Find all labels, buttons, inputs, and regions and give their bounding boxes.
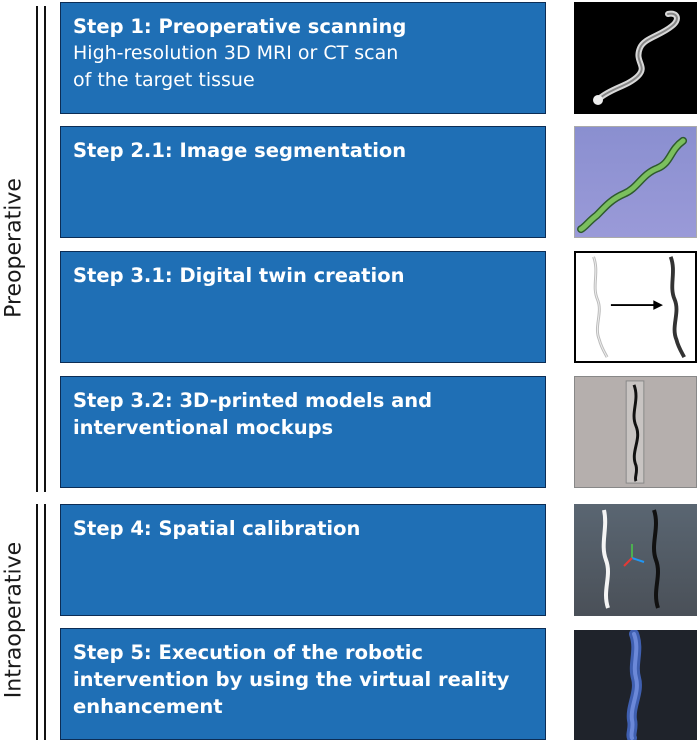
digital-twin-drawing: [592, 256, 686, 359]
step-5-title-line-1: Step 5: Execution of the robotic: [73, 641, 423, 664]
digital-twin-image: [574, 251, 697, 363]
step-5-box: Step 5: Execution of the robotic interve…: [60, 628, 546, 740]
vr-intervention-image: [574, 630, 697, 740]
calibration-image: [574, 504, 697, 616]
segmentation-drawing: [577, 136, 688, 234]
step-1-description-line-1: High-resolution 3D MRI or CT scan: [73, 42, 399, 64]
step-3-2-title-line-2: interventional mockups: [73, 416, 334, 439]
intraoperative-bracket-line-outer: [36, 504, 38, 740]
intraoperative-bracket-line-inner: [44, 504, 46, 740]
step-5-title-line-3: enhancement: [73, 695, 223, 718]
calibration-drawing: [601, 509, 660, 609]
preoperative-bracket-line-inner: [44, 6, 46, 492]
step-3-2-title-line-1: Step 3.2: 3D-printed models and: [73, 389, 433, 412]
preoperative-bracket-line-outer: [36, 6, 38, 492]
printed-model-image: [574, 376, 697, 488]
step-3-1-box: Step 3.1: Digital twin creation: [60, 251, 546, 363]
step-2-1-box: Step 2.1: Image segmentation: [60, 126, 546, 238]
step-3-2-box: Step 3.2: 3D-printed models and interven…: [60, 376, 546, 488]
step-4-box: Step 4: Spatial calibration: [60, 504, 546, 616]
mri-scan-drawing: [593, 10, 680, 105]
preoperative-label: Preoperative: [1, 178, 27, 318]
step-1-box: Step 1: Preoperative scanning High-resol…: [60, 2, 546, 114]
step-1-description-line-2: of the target tissue: [73, 69, 255, 91]
step-3-1-title: Step 3.1: Digital twin creation: [73, 264, 405, 287]
step-1-title: Step 1: Preoperative scanning: [73, 15, 407, 38]
step-5-title-line-2: intervention by using the virtual realit…: [73, 668, 510, 691]
step-4-title: Step 4: Spatial calibration: [73, 517, 361, 540]
intraoperative-label: Intraoperative: [1, 541, 27, 699]
vr-intervention-drawing: [626, 630, 642, 740]
segmentation-image: [574, 126, 697, 238]
mri-scan-image: [574, 2, 697, 114]
printed-model-drawing: [625, 380, 645, 484]
step-2-1-title: Step 2.1: Image segmentation: [73, 139, 407, 162]
